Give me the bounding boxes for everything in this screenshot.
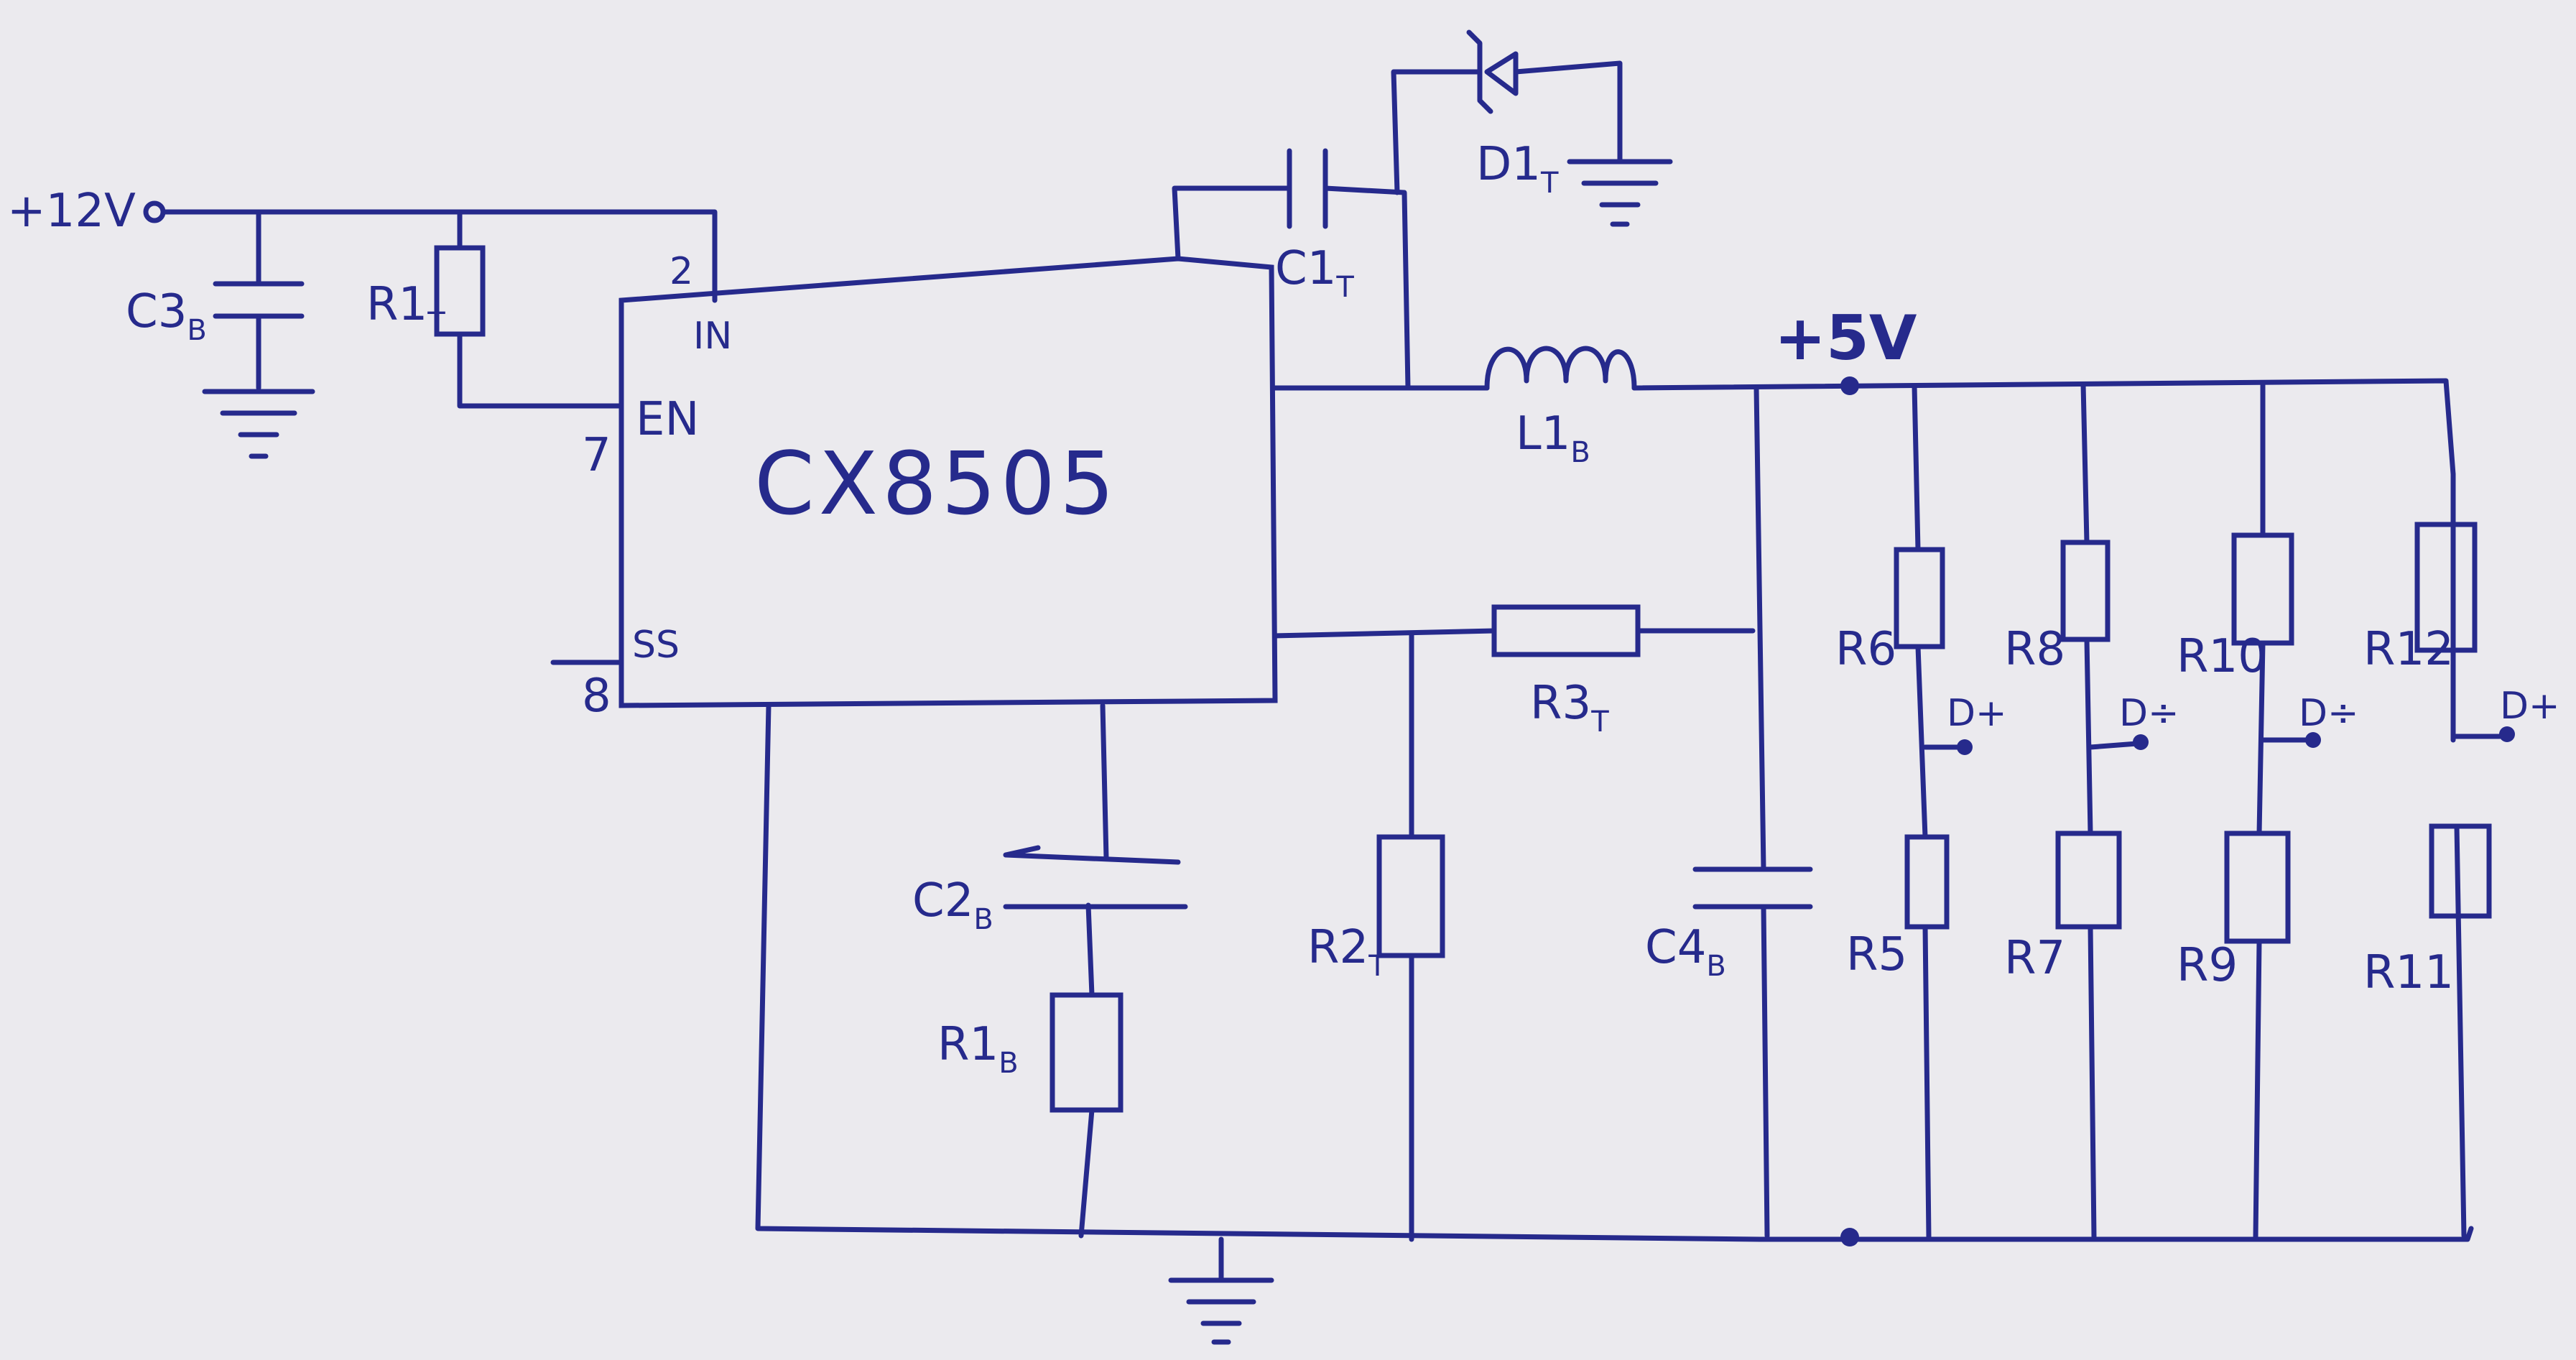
l1-label: L1B [1516,407,1590,469]
vin-wire [161,209,718,303]
div3-tap-node [2305,732,2321,748]
div2-tap-node [2133,734,2149,750]
c2-label: C2B [912,874,993,936]
div1-tap-label: D+ [1947,692,2007,735]
vout-label: +5V [1774,302,1917,374]
div1-top-resistor [1894,547,1945,649]
vout-rail [1631,378,2456,477]
c3-label: C3B [126,285,207,347]
div1-tap-node [1957,739,1973,755]
div4-wire [2450,471,2503,1239]
div3-top-label: R10 [2177,630,2267,683]
r3-label: R3T [1530,677,1609,739]
div3-top-resistor [2231,532,2294,646]
cx8505-chip [618,256,1278,708]
div3-bottom-label: R9 [2177,939,2238,992]
pin-in-number: 2 [670,250,693,293]
div2-wire [2080,381,2140,1240]
div1-bottom-label: R5 [1846,928,1907,981]
fb-wire [1272,628,1756,639]
div1-top-label: R6 [1835,623,1896,676]
d1-ground-icon [1567,159,1673,227]
div1-bottom-resistor [1904,834,1950,930]
c1-capacitor [1287,148,1328,229]
r2-label: R2T [1307,921,1386,983]
div4-tap-node [2499,726,2515,742]
div2-top-label: R8 [2004,623,2065,676]
div4-top-label: R12 [2363,623,2454,676]
ground-node [1840,1228,1859,1246]
pin-ss-name: SS [632,624,680,667]
c4-wire [1753,385,1770,1239]
vout-node [1840,376,1859,395]
d1-wire [1391,60,1623,195]
pin-in-name: IN [693,315,732,358]
l1-inductor [1484,346,1637,391]
main-ground-icon [1168,1236,1274,1345]
div1-wire [1912,383,1964,1240]
r1b-resistor [1050,992,1123,1113]
div3-bottom-resistor [2224,831,2291,944]
d1-label: D1T [1476,138,1559,200]
c4-label: C4B [1645,921,1726,983]
div4-top-resistor [2414,522,2478,653]
r1t-label: R1T [366,278,445,340]
div2-bottom-label: R7 [2004,932,2065,985]
r3-resistor [1491,604,1641,657]
r2-resistor [1376,834,1445,958]
chip-name: CX8505 [754,435,1118,535]
r1t-resistor [434,245,486,337]
div3-tap-label: D÷ [2299,692,2359,735]
div4-tap-label: D+ [2500,685,2560,728]
r1b-label: R1B [937,1018,1019,1080]
ground-rail [755,703,2474,1242]
c2-wire [1078,703,1109,1239]
c3-ground-icon [202,389,315,459]
div2-top-resistor [2060,540,2111,642]
c2-capacitor [1003,845,1188,910]
d1-diode-icon [1466,29,1519,114]
pin-en-number: 7 [582,429,611,482]
c1-label: C1T [1275,242,1354,304]
div3-wire [2253,380,2312,1240]
pin-ss-number: 8 [582,670,611,723]
vin-terminal [143,200,166,223]
div2-tap-label: D÷ [2119,692,2179,735]
c1-wire [1172,185,1411,391]
div4-bottom-resistor [2429,823,2492,919]
pin-en-name: EN [636,393,699,446]
vin-label: +12V [7,185,136,238]
c4-capacitor [1692,866,1813,910]
div4-bottom-label: R11 [2363,946,2454,999]
c3-capacitor [213,209,305,391]
div2-bottom-resistor [2055,831,2122,930]
r1t-wire [457,209,624,409]
